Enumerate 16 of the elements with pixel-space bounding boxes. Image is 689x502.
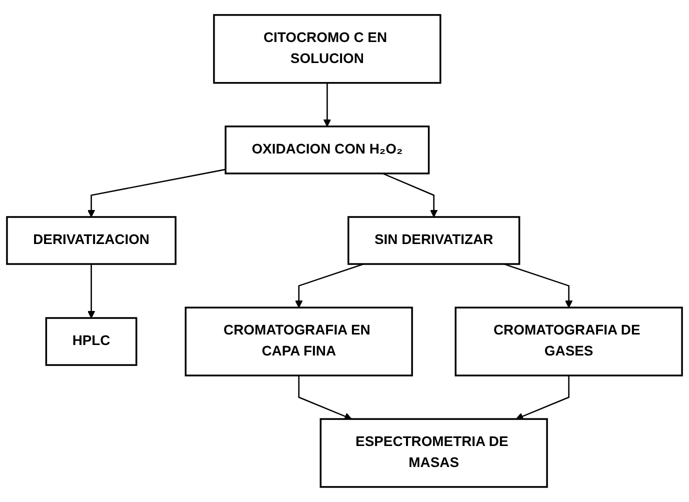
arrow [298, 376, 352, 420]
node-box: CROMATOGRAFIA DE GASES [454, 306, 683, 376]
arrow [504, 263, 573, 308]
node-box: ESPECTROMETRIA DE MASAS [320, 418, 548, 488]
arrow [87, 264, 96, 318]
node-box: HPLC [45, 317, 138, 366]
node-box: CITOCROMO C EN SOLUCION [213, 14, 442, 84]
node-box: OXIDACION CON H₂O₂ [224, 126, 430, 174]
node-box: SIN DERIVATIZAR [348, 216, 520, 265]
arrow [295, 263, 364, 308]
node-box: CROMATOGRAFIA EN CAPA FINA [184, 306, 413, 376]
arrow [87, 168, 226, 218]
arrow [323, 82, 331, 127]
node-box: DERIVATIZACION [6, 216, 176, 265]
arrow [516, 376, 570, 420]
arrow [382, 172, 438, 218]
